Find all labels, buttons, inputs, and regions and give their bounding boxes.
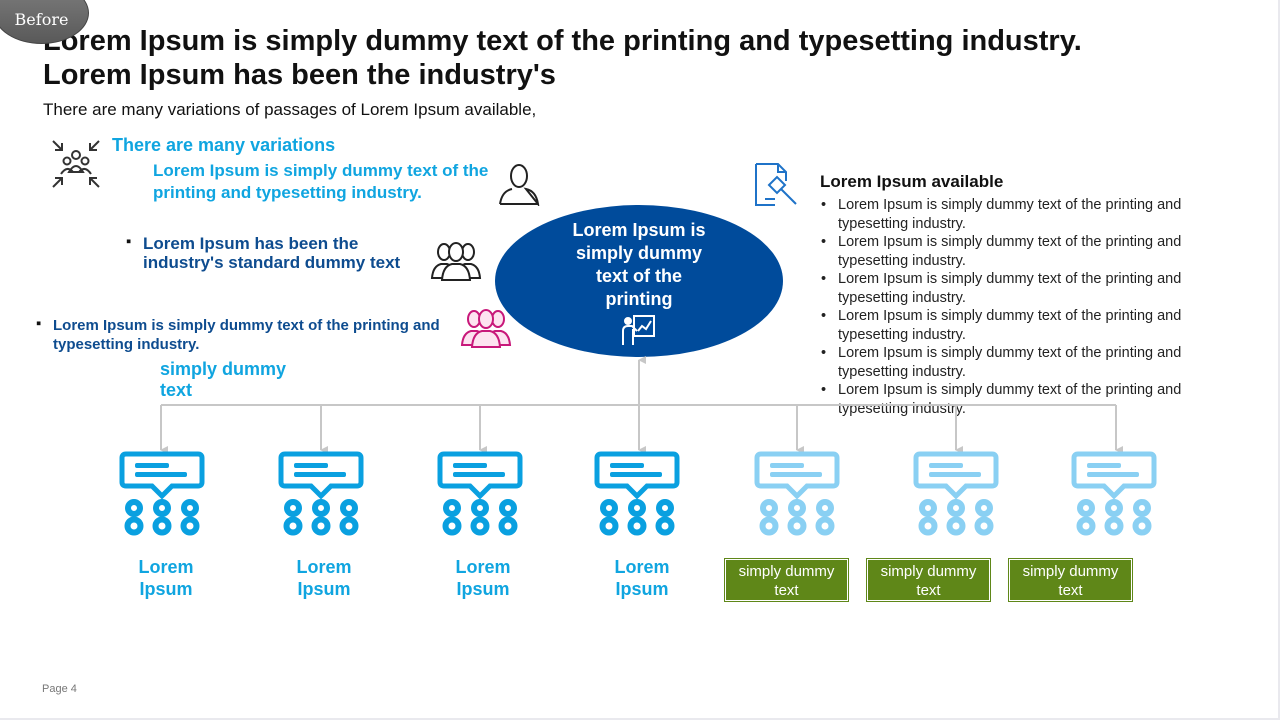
page-subtitle: There are many variations of passages of…	[43, 100, 537, 119]
node-label-4: Lorem Ipsum	[614, 557, 670, 599]
node-label-1: Lorem Ipsum	[138, 557, 194, 599]
chat-group-icon	[757, 454, 837, 533]
chat-group-icon	[597, 454, 677, 533]
right-list-heading: Lorem Ipsum available	[820, 172, 1004, 191]
title-line-2: Lorem Ipsum has been the industry's	[43, 59, 556, 91]
node-label-7: simply dummy text	[1008, 558, 1133, 602]
list-item: Lorem Ipsum is simply dummy text of the …	[820, 233, 1230, 270]
node-label-6: simply dummy text	[866, 558, 991, 602]
people-group-icon	[430, 242, 482, 281]
node-label-2: Lorem Ipsum	[296, 557, 352, 599]
left-item-1: Lorem Ipsum is simply dummy text of the …	[153, 161, 489, 202]
chat-group-icon	[281, 454, 361, 533]
group-collapse-icon	[52, 140, 100, 188]
list-item: Lorem Ipsum is simply dummy text of the …	[820, 196, 1230, 233]
page-title: Lorem Ipsum is simply dummy text of the …	[43, 24, 1082, 92]
page-number: Page 4	[42, 683, 77, 695]
node-label-5: simply dummy text	[724, 558, 849, 602]
chat-group-icon	[916, 454, 996, 533]
chat-group-icon	[122, 454, 202, 533]
left-item-3: Lorem Ipsum is simply dummy text of the …	[36, 314, 473, 354]
left-item-4: simply dummy text	[160, 359, 287, 400]
before-badge-label: Before	[14, 10, 69, 29]
left-item-2: Lorem Ipsum has been the industry's stan…	[126, 232, 433, 272]
node-label-3: Lorem Ipsum	[455, 557, 511, 599]
variations-heading: There are many variations	[112, 135, 336, 155]
right-info-list: Lorem Ipsum available Lorem Ipsum is sim…	[820, 172, 1230, 418]
center-ellipse: Lorem Ipsum is simply dummy text of the …	[495, 205, 783, 357]
chat-group-icon	[1074, 454, 1154, 533]
presenter-icon	[622, 315, 655, 345]
list-item: Lorem Ipsum is simply dummy text of the …	[820, 344, 1230, 381]
person-icon	[499, 164, 540, 206]
center-text: Lorem Ipsum is simply dummy text of the …	[572, 220, 706, 309]
list-item: Lorem Ipsum is simply dummy text of the …	[820, 270, 1230, 307]
title-line-1: Lorem Ipsum is simply dummy text of the …	[43, 25, 1082, 57]
people-group-pink-icon	[460, 309, 512, 348]
right-bullets: Lorem Ipsum is simply dummy text of the …	[820, 196, 1230, 418]
chat-group-icon	[440, 454, 520, 533]
list-item: Lorem Ipsum is simply dummy text of the …	[820, 307, 1230, 344]
document-gavel-icon	[755, 163, 797, 206]
